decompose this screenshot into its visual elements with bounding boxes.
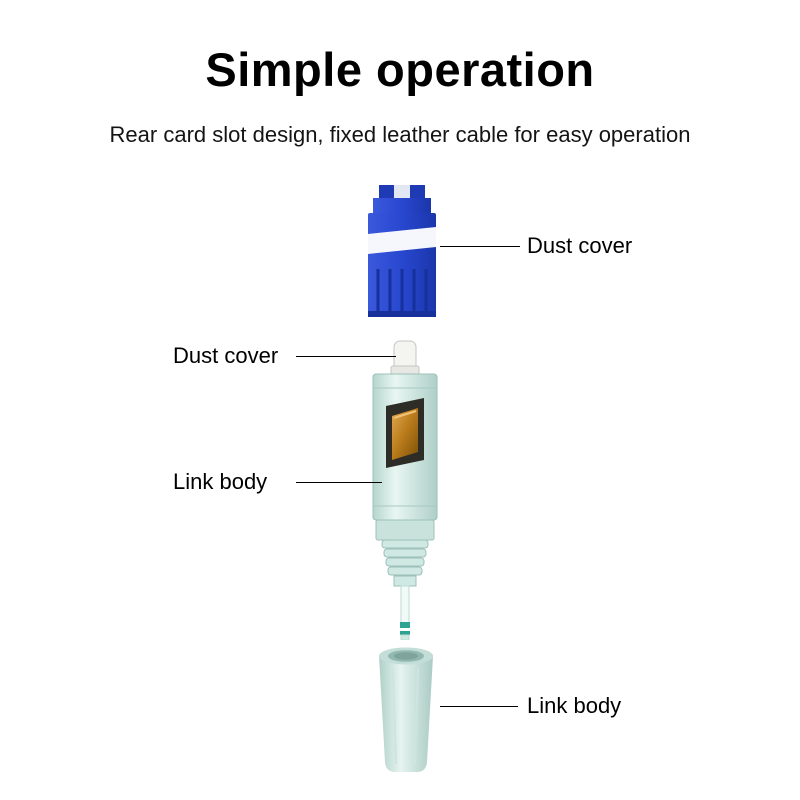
annotation-link-body-bottom: Link body bbox=[527, 693, 622, 718]
link-body-boot-image bbox=[379, 647, 433, 772]
page-title: Simple operation bbox=[205, 43, 595, 96]
annotation-link-body-left: Link body bbox=[173, 469, 268, 494]
leader-line-dust-cover-top bbox=[440, 246, 520, 247]
leader-line-link-body-left bbox=[296, 482, 382, 483]
leader-line-link-body-bottom bbox=[440, 706, 518, 707]
link-body-image bbox=[372, 340, 438, 640]
ferrule-gold bbox=[392, 408, 418, 460]
annotation-dust-cover-top: Dust cover bbox=[527, 233, 633, 258]
leader-line-dust-cover-left bbox=[296, 356, 396, 357]
subtitle: Rear card slot design, fixed leather cab… bbox=[109, 122, 691, 147]
dust-cover-blue-connector-image bbox=[368, 185, 436, 317]
annotation-dust-cover-left: Dust cover bbox=[173, 343, 279, 368]
